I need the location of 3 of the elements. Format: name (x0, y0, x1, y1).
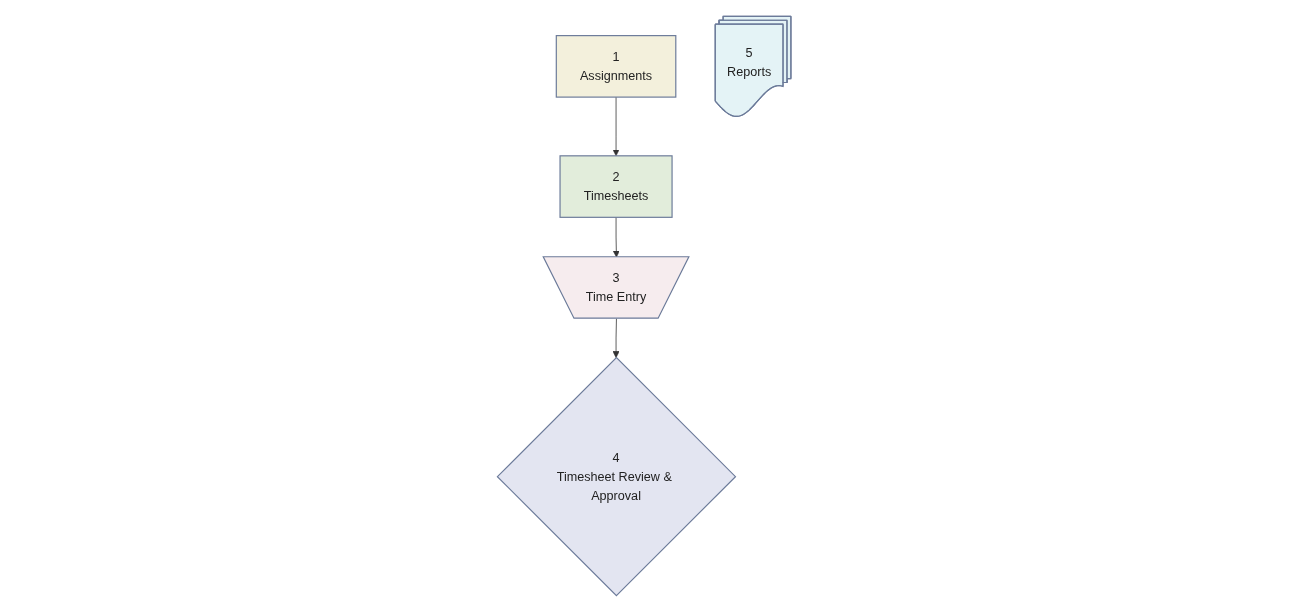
node-diamond: 4 Timesheet Review & Approval (496, 356, 737, 597)
node-box: 1 Assignments (556, 35, 677, 98)
node-box: 2 Timesheets (559, 155, 673, 218)
